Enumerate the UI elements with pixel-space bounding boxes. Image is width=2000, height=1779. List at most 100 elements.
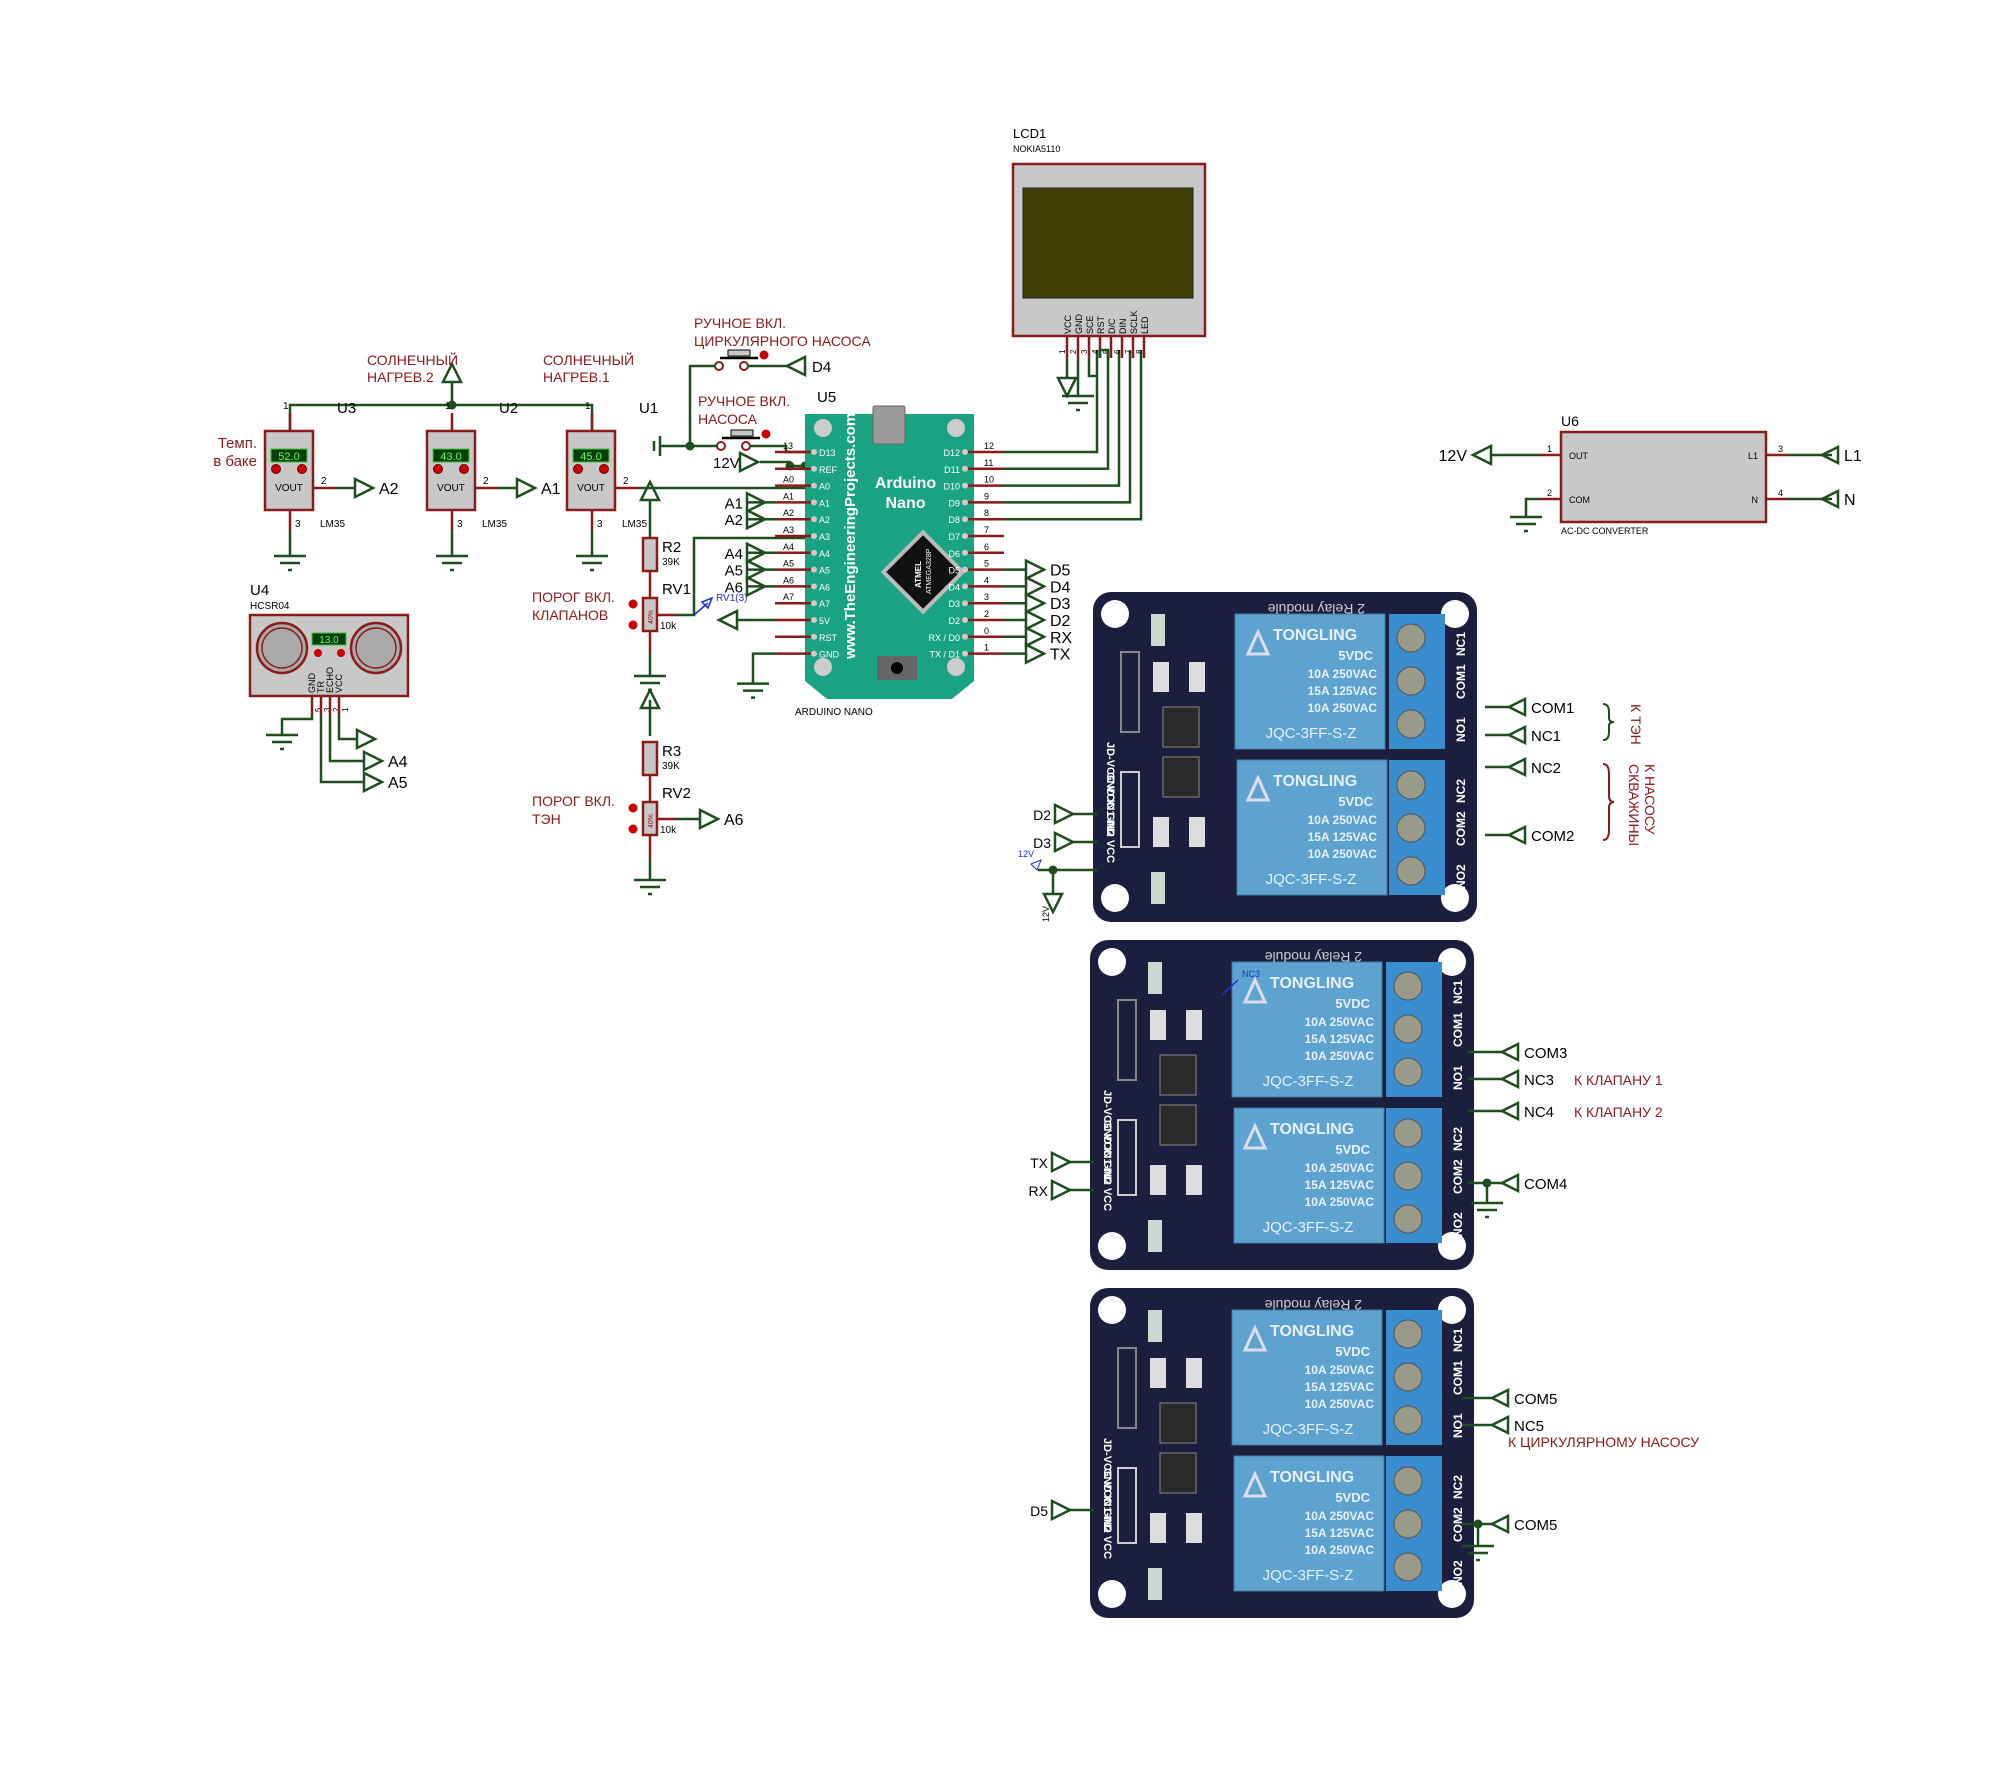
brand-logo-icon [1242, 1122, 1268, 1150]
decrease-button[interactable] [314, 649, 322, 657]
net-label: A5 [388, 775, 408, 792]
pot-value: 10k [660, 621, 677, 632]
terminal-label: COM1 [1451, 1012, 1465, 1047]
net-A5: A5 [362, 770, 408, 794]
pin-name: D9 [948, 498, 960, 508]
board-title: 2 Relay module [1265, 949, 1362, 965]
pot-decrease-button[interactable] [628, 620, 638, 630]
pin-dot [962, 533, 968, 539]
decrease-button[interactable] [271, 464, 281, 474]
pin-number: 1 [283, 401, 289, 412]
terminal-arrow-icon [362, 749, 385, 773]
increase-button[interactable] [337, 649, 345, 657]
decrease-button[interactable] [433, 464, 443, 474]
net-arrow [745, 508, 768, 531]
pin-name: D13 [819, 448, 836, 458]
usb-connector-icon [872, 405, 906, 445]
ref-designator: U3 [337, 400, 356, 417]
reset-button-icon[interactable] [891, 662, 903, 674]
terminal-arrow-icon [515, 476, 538, 500]
terminal-arrow-icon [1506, 696, 1527, 718]
vcc-wire [337, 715, 357, 741]
brand-logo-icon [1242, 1324, 1268, 1352]
pin-number: 13 [783, 441, 793, 451]
button-contact [741, 441, 751, 451]
relay-rating: 10A 250VAC [1308, 667, 1378, 681]
increase-button[interactable] [599, 464, 609, 474]
terminal-arrow-icon [1470, 443, 1493, 467]
pot-increase-button[interactable] [628, 599, 638, 609]
net-label: COM1 [1531, 700, 1574, 717]
ref-designator: U2 [499, 400, 518, 417]
button-state-indicator[interactable] [759, 350, 769, 360]
net-label: D5 [1030, 1503, 1048, 1519]
net-A2: A2 [353, 476, 399, 500]
button-state-indicator[interactable] [761, 429, 771, 439]
net-TX: TX [1024, 642, 1071, 665]
pin-number: A6 [783, 575, 794, 585]
ref-designator: LCD1 [1013, 126, 1046, 141]
terminal-arrow-icon [1499, 1041, 1520, 1063]
pin-dot [811, 482, 817, 489]
terminal-label: NC1 [1451, 1328, 1465, 1352]
relay-rating: 10A 250VAC [1305, 1015, 1375, 1029]
net-A1: A1 [515, 476, 561, 500]
pot-increase-button[interactable] [628, 803, 638, 813]
pot-decrease-button[interactable] [628, 824, 638, 834]
pin-dot [811, 516, 817, 523]
ground-icon [264, 733, 300, 751]
part-name: LM35 [482, 519, 507, 530]
terminal-arrow-icon [1506, 724, 1527, 746]
solar-heat1-label: СОЛНЕЧНЫЙ [543, 351, 634, 368]
pin-number: 12 [984, 441, 994, 451]
terminal-arrow-icon [638, 687, 662, 710]
lcd-wire [1004, 350, 1110, 471]
relay-brand: TONGLING [1273, 627, 1357, 644]
part-name: ARDUINO NANO [795, 707, 873, 718]
net-label: N [1844, 492, 1856, 509]
pin-name: TX / D1 [929, 650, 960, 660]
brand-logo-icon [1245, 628, 1271, 656]
power-arrow-icon [440, 361, 464, 384]
resistor-body [641, 536, 659, 573]
resistor-value: 39K [662, 761, 680, 772]
button-cap[interactable] [727, 349, 751, 357]
pin-name: D3 [948, 599, 960, 609]
pin-name: RST [1096, 315, 1106, 334]
net-label: COM4 [1524, 1176, 1567, 1193]
pin-dot [962, 449, 968, 455]
button-cap[interactable] [730, 429, 754, 437]
pin-dot [811, 566, 817, 573]
relay-brand: TONGLING [1270, 1323, 1354, 1340]
net-label: L1 [1844, 448, 1862, 465]
part-name: NOKIA5110 [1013, 144, 1060, 154]
net-COM1: COM1 [1506, 696, 1574, 718]
pin-name: SCLK [1129, 310, 1139, 334]
sensor-note: Темп. [218, 435, 257, 452]
terminal-arrow-icon [1499, 1068, 1520, 1090]
terminal-arrow-icon [745, 541, 768, 564]
terminal-label: NC1 [1451, 980, 1465, 1004]
vcc-terminal [355, 727, 378, 751]
ground-icon [735, 682, 771, 699]
pin-dot [811, 583, 817, 590]
terminal-arrow-icon [1499, 1172, 1520, 1194]
decrease-button[interactable] [573, 464, 583, 474]
relay-coil: 5VDC [1338, 648, 1373, 663]
net-COM3: COM3 [1499, 1041, 1567, 1063]
button-contact [716, 441, 726, 451]
pin-number: 10 [984, 475, 994, 485]
net-label: COM2 [1531, 828, 1574, 845]
pin-number: 4 [1091, 349, 1100, 354]
pot-ref: RV2 [662, 785, 691, 802]
increase-button[interactable] [297, 464, 307, 474]
pin-number: 3 [457, 519, 463, 530]
pin-number: 2 [483, 476, 489, 487]
distance-display [311, 632, 347, 646]
vcc-arrow [1055, 376, 1079, 399]
increase-button[interactable] [459, 464, 469, 474]
